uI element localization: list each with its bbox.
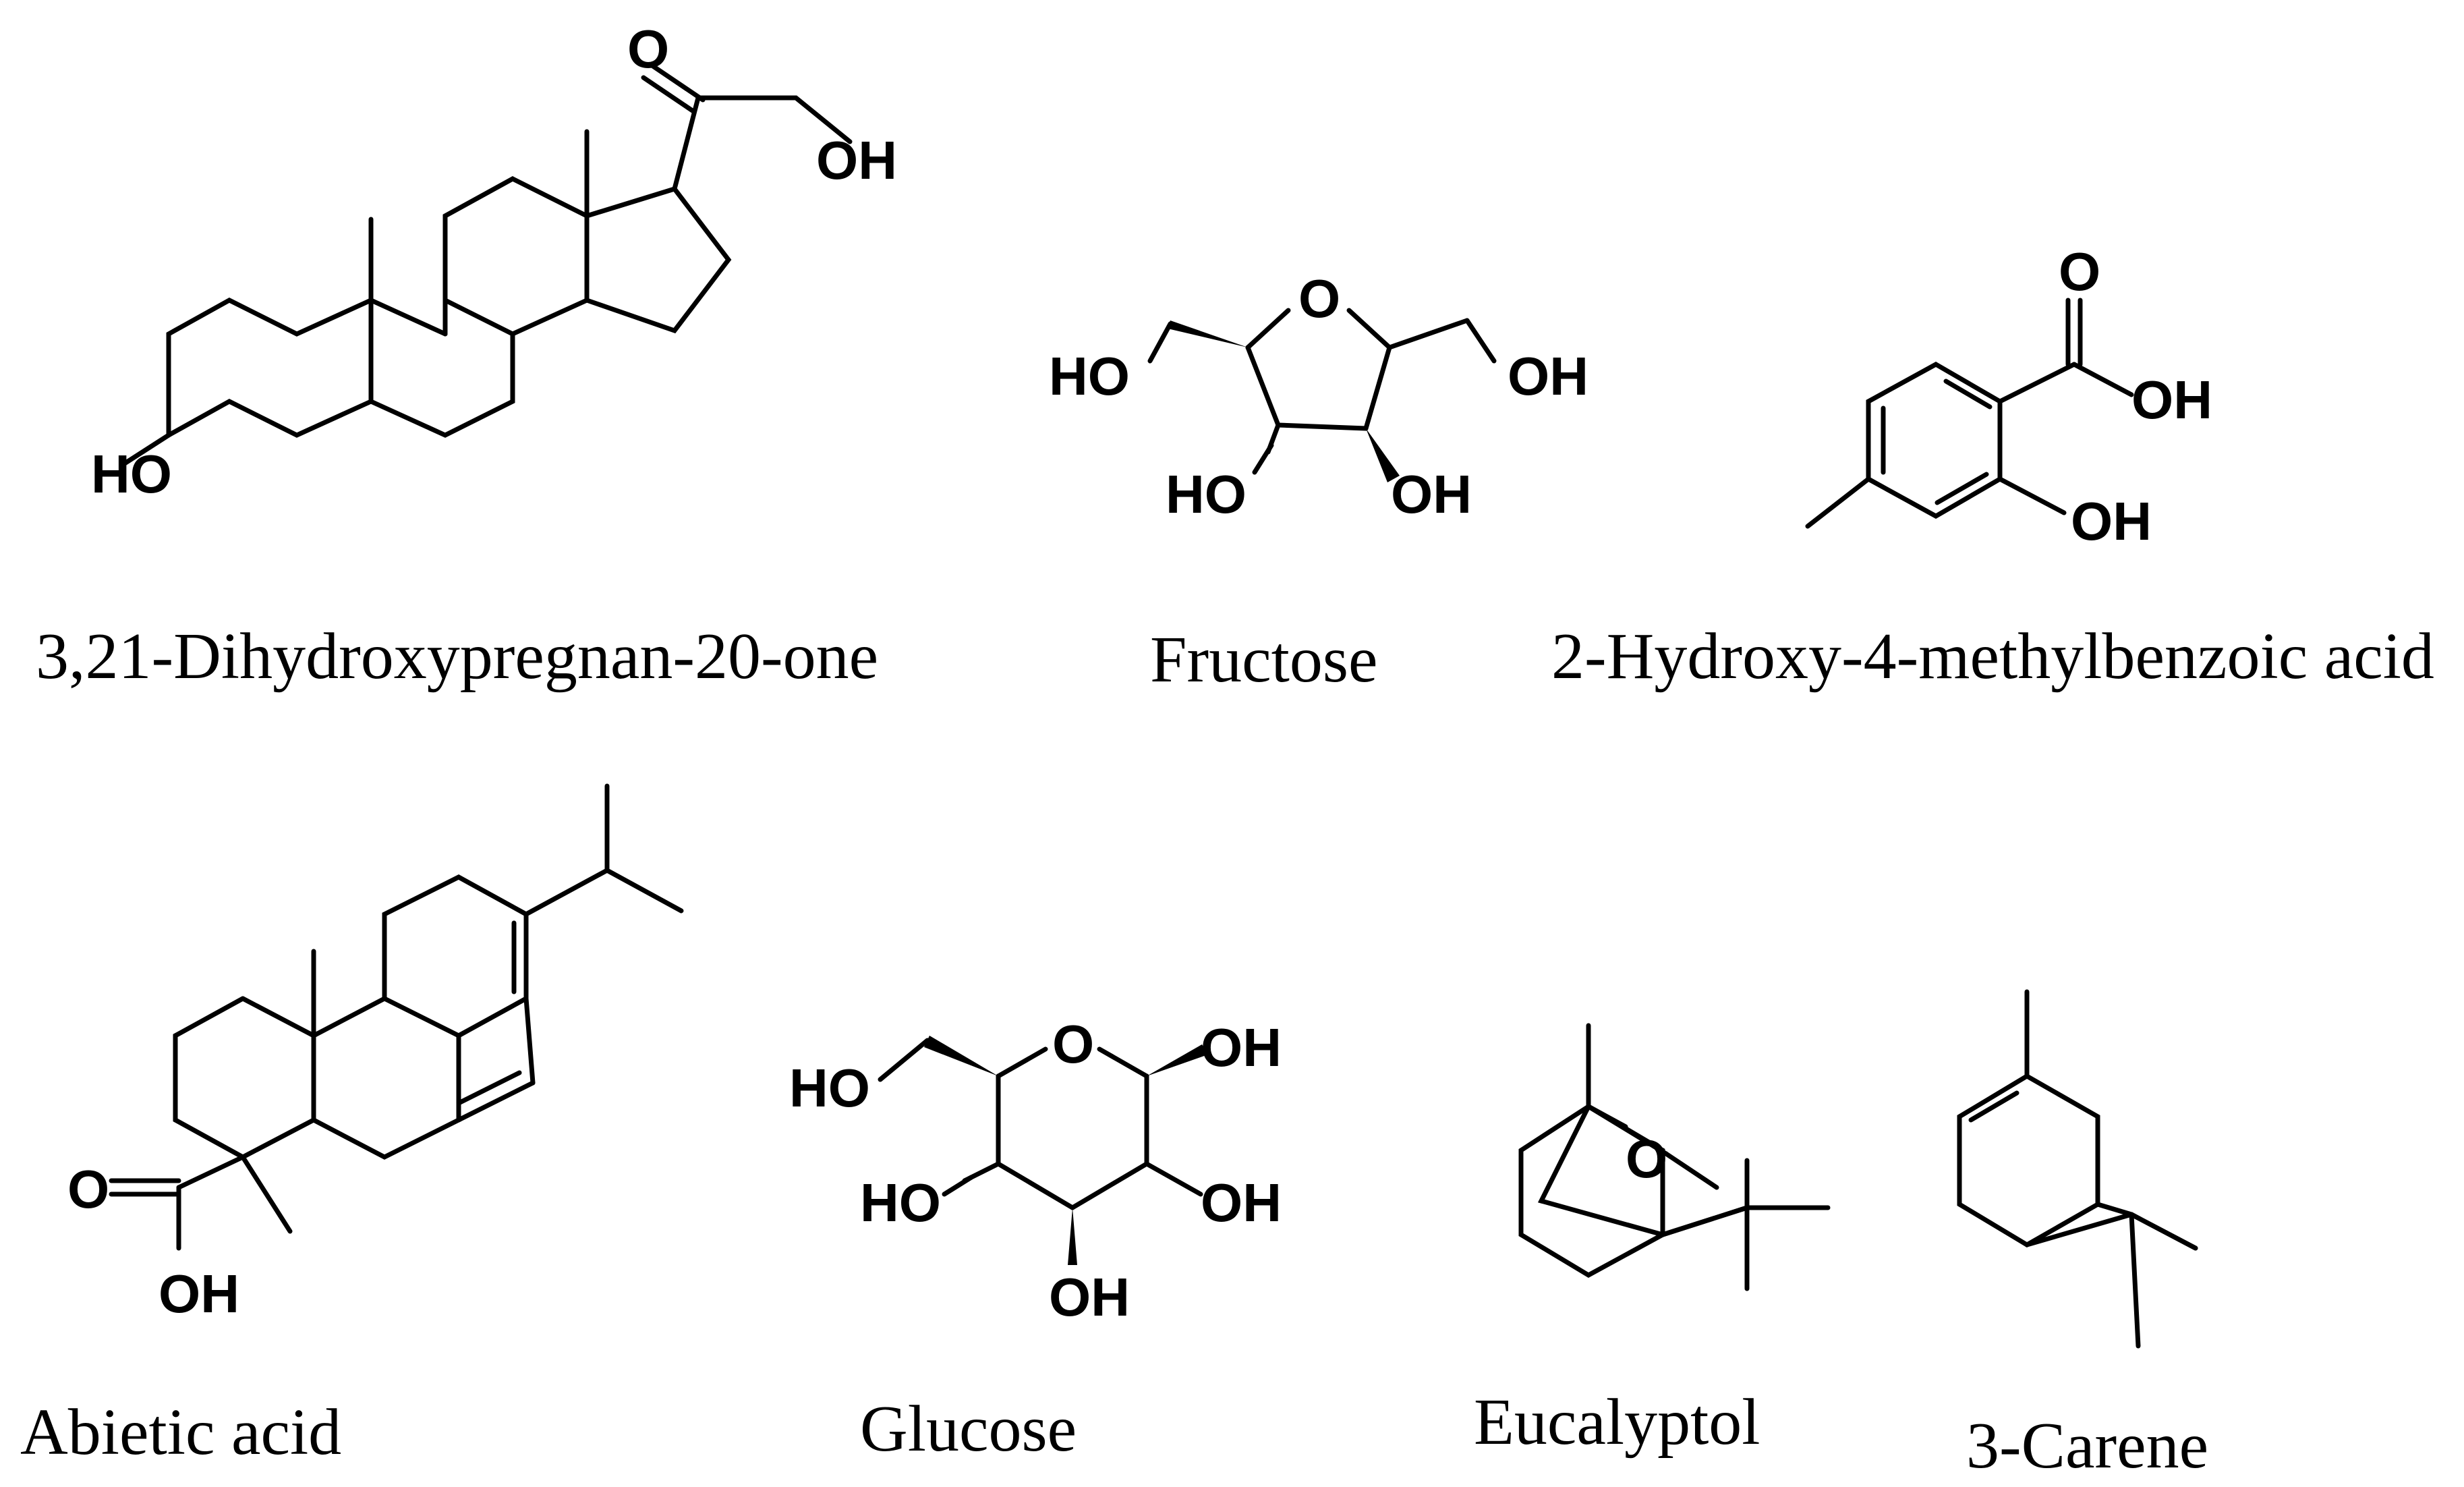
fructose-wedge-c5: [1168, 320, 1248, 347]
fructose-ho-left-label: HO: [1049, 346, 1130, 406]
abietic-oh-label: OH: [159, 1264, 239, 1324]
fructose-oh-bottom-label: OH: [1391, 464, 1472, 524]
fructose-ring-o-label: O: [1298, 269, 1340, 329]
fructose-wedge-c3: [1366, 428, 1400, 482]
structure-fructose: O HO OH HO OH: [1049, 269, 1588, 524]
glucose-wedge-c5: [924, 1036, 998, 1076]
caption-abietic-acid: Abietic acid: [20, 1396, 341, 1469]
glucose-ho-top-label: HO: [789, 1058, 870, 1118]
caption-eucalyptol: Eucalyptol: [1474, 1386, 1760, 1459]
caption-3-carene: 3-Carene: [1966, 1409, 2208, 1482]
pregnanone-oh-label: OH: [816, 130, 897, 190]
glucose-oh-top-label: OH: [1201, 1017, 1282, 1077]
structure-eucalyptol: O: [1518, 1023, 1831, 1291]
caption-fructose: Fructose: [1150, 623, 1378, 696]
structure-abietic-acid: O OH: [67, 783, 684, 1324]
benzoic-acid-oh-label: OH: [2131, 370, 2212, 430]
glucose-oh-right-label: OH: [1201, 1173, 1282, 1233]
structure-3-carene: [1957, 989, 2198, 1349]
eucalyptol-ether-o-label: O: [1626, 1129, 1667, 1189]
structure-hydroxymethylbenzoic-acid: O OH OH: [1805, 242, 2212, 551]
pregnanone-ketone-o-label: O: [627, 19, 669, 79]
glucose-oh-bottom-label: OH: [1049, 1267, 1130, 1327]
glucose-wedge-c1: [1147, 1044, 1208, 1076]
structure-dihydroxypregnanone: O OH HO: [91, 19, 897, 504]
caption-glucose: Glucose: [860, 1393, 1077, 1465]
abietic-carbonyl-o-label: O: [67, 1159, 109, 1219]
pregnanone-ho-label: HO: [91, 444, 172, 504]
fructose-ho-bottom-label: HO: [1166, 464, 1247, 524]
benzoic-carbonyl-o-label: O: [2059, 242, 2100, 302]
caption-dihydroxypregnanone: 3,21-Dihydroxypregnan-20-one: [36, 620, 878, 693]
fructose-oh-right-label: OH: [1508, 346, 1588, 406]
glucose-ho-left-label: HO: [860, 1173, 941, 1233]
structure-glucose: O HO OH HO OH OH: [789, 1014, 1282, 1327]
glucose-ring-o-label: O: [1052, 1014, 1094, 1074]
caption-hydroxymethylbenzoic-acid: 2-Hydroxy-4-methylbenzoic acid: [1551, 620, 2434, 693]
benzoic-phenol-oh-label: OH: [2071, 491, 2152, 551]
glucose-wedge-c3: [1068, 1208, 1077, 1265]
